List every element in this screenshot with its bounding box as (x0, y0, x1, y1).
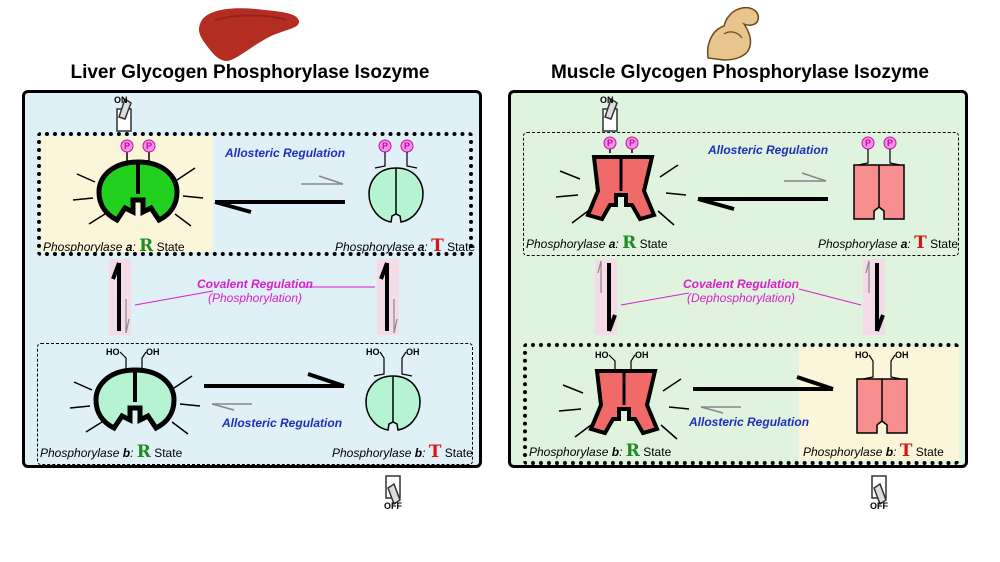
liver-row-b: HO OH Phosphorylase b: R State Allosteri… (37, 343, 473, 465)
liver-b-allosteric-label: Allosteric Regulation (222, 416, 343, 430)
off-switch-icon: OFF (384, 475, 402, 511)
muscle-arm-icon (706, 6, 760, 61)
liver-row-a: P P Phosphorylase a: R State Allosteric … (37, 132, 476, 256)
svg-text:HO: HO (366, 347, 380, 357)
liver-right-vertical-arrows (379, 262, 398, 334)
muscle-covalent-connector-lines (620, 288, 862, 306)
svg-text:HO: HO (595, 350, 609, 360)
liver-a-t-label: Phosphorylase a: T State (335, 236, 476, 256)
svg-text:HO: HO (106, 347, 120, 357)
liver-left-vertical-arrows (111, 262, 130, 334)
liver-covalent-subtitle: (Phosphorylation) (207, 291, 303, 305)
on-switch-icon: ON (114, 95, 132, 132)
liver-b-t-enzyme: HO OH (365, 347, 421, 431)
muscle-covalent-subtitle: (Dephosphorylation) (686, 291, 796, 305)
liver-b-t-label: Phosphorylase b: T State (332, 442, 473, 462)
off-switch-icon: OFF (870, 475, 888, 511)
liver-panel-title: Liver Glycogen Phosphorylase Isozyme (70, 62, 430, 83)
muscle-a-r-label: Phosphorylase a: R State (526, 233, 668, 253)
muscle-a-equilibrium-arrows (697, 172, 828, 211)
svg-text:P: P (404, 141, 410, 151)
liver-b-equilibrium-arrows (204, 372, 345, 411)
liver-a-allosteric-label: Allosteric Regulation (225, 146, 346, 160)
on-switch-icon: ON (600, 95, 618, 132)
svg-text:OH: OH (406, 347, 420, 357)
svg-text:OFF: OFF (384, 501, 402, 511)
muscle-b-r-label: Phosphorylase b: R State (529, 441, 672, 461)
muscle-b-equilibrium-arrows (693, 375, 834, 414)
liver-a-t-enzyme: P P (368, 139, 424, 223)
liver-panel: ON P P Phosphorylase a: R State (22, 90, 482, 468)
muscle-panel: ON P P Phosphorylase a: R State (508, 90, 968, 468)
muscle-a-t-label: Phosphorylase a: T State (818, 233, 959, 253)
muscle-left-vertical-arrows (597, 260, 617, 332)
muscle-a-t-enzyme: P P (853, 136, 905, 220)
liver-icon (198, 8, 299, 61)
svg-text:ON: ON (114, 95, 128, 105)
muscle-right-vertical-arrows (865, 260, 885, 332)
svg-text:OH: OH (146, 347, 160, 357)
muscle-panel-title: Muscle Glycogen Phosphorylase Isozyme (550, 62, 929, 83)
svg-text:OH: OH (635, 350, 649, 360)
svg-text:P: P (146, 141, 152, 151)
muscle-row-b: HO OH Phosphorylase b: R State Allosteri… (523, 343, 959, 465)
muscle-b-t-enzyme: HO OH (855, 350, 909, 434)
muscle-a-allosteric-label: Allosteric Regulation (708, 143, 829, 157)
liver-a-r-enzyme: P P (72, 139, 204, 227)
svg-text:P: P (865, 138, 871, 148)
muscle-b-t-label: Phosphorylase b: T State (803, 441, 944, 461)
svg-text:OH: OH (895, 350, 909, 360)
svg-text:HO: HO (855, 350, 869, 360)
muscle-row-a: P P Phosphorylase a: R State Allosteric … (523, 132, 959, 256)
liver-a-r-label: Phosphorylase a: R State (43, 236, 185, 256)
liver-covalent-title: Covalent Regulation (196, 277, 313, 291)
liver-covalent-connector-lines (134, 286, 375, 306)
muscle-covalent-title: Covalent Regulation (682, 277, 799, 291)
svg-text:ON: ON (600, 95, 614, 105)
svg-text:P: P (607, 138, 613, 148)
liver-b-r-label: Phosphorylase b: R State (40, 442, 183, 462)
muscle-b-r-enzyme: HO OH (558, 350, 690, 440)
liver-a-equilibrium-arrows (214, 175, 345, 214)
svg-text:P: P (382, 141, 388, 151)
liver-b-r-enzyme: HO OH (69, 347, 201, 435)
svg-text:P: P (124, 141, 130, 151)
muscle-a-r-enzyme: P P (555, 136, 687, 226)
svg-text:OFF: OFF (870, 501, 888, 511)
muscle-b-allosteric-label: Allosteric Regulation (689, 415, 810, 429)
svg-text:P: P (887, 138, 893, 148)
svg-text:P: P (629, 138, 635, 148)
